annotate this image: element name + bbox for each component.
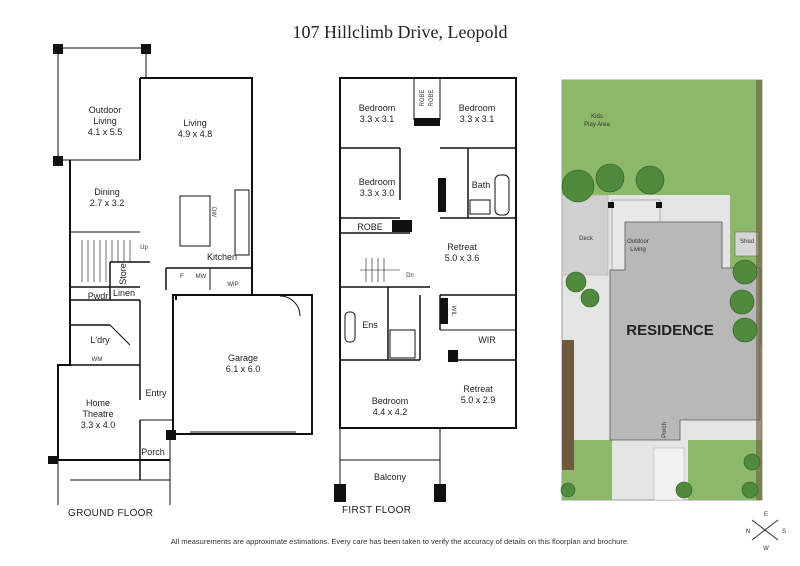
- label-site-outdoor-2: Living: [630, 247, 646, 253]
- label-wil: WIL: [450, 306, 456, 317]
- label-home-theatre-2: Theatre: [82, 409, 113, 419]
- label-outdoor-living-2: Living: [93, 116, 117, 126]
- label-shed: Shed: [740, 239, 754, 245]
- label-entry: Entry: [145, 388, 167, 398]
- label-robe2: ROBE: [429, 89, 435, 106]
- label-home-theatre-1: Home: [86, 398, 110, 408]
- first-floor-solids: [334, 118, 458, 502]
- label-porch: Porch: [141, 447, 165, 457]
- label-bed3: Bedroom: [359, 177, 396, 187]
- label-mw: MW: [196, 274, 207, 280]
- site-labels: Kids Play Area Deck Outdoor Living Shed …: [579, 114, 754, 438]
- label-store: Store: [118, 263, 128, 285]
- label-outdoor-living-1: Outdoor: [89, 105, 122, 115]
- dims-living: 4.9 x 4.8: [178, 129, 213, 139]
- label-bed2: Bedroom: [459, 103, 496, 113]
- label-ldry: L'dry: [90, 335, 110, 345]
- label-dw: DW: [210, 207, 216, 217]
- label-bath: Bath: [472, 180, 491, 190]
- ground-floor-posts: [48, 44, 176, 464]
- label-robe1: ROBE: [420, 89, 426, 106]
- label-kitchen: Kitchen: [207, 252, 237, 262]
- label-bed4: Bedroom: [372, 396, 409, 406]
- dims-bed1: 3.3 x 3.1: [360, 114, 395, 124]
- label-garage: Garage: [228, 353, 258, 363]
- label-robe3: ROBE: [357, 222, 383, 232]
- dims-bed4: 4.4 x 4.2: [373, 407, 408, 417]
- dims-retreat1: 5.0 x 3.6: [445, 253, 480, 263]
- first-floor-label: FIRST FLOOR: [342, 505, 412, 516]
- ground-floor-labels: Outdoor Living 4.1 x 5.5 Living 4.9 x 4.…: [81, 105, 261, 457]
- page-title: 107 Hillclimb Drive, Leopold: [292, 22, 508, 42]
- label-bed1: Bedroom: [359, 103, 396, 113]
- label-deck: Deck: [579, 236, 594, 242]
- label-living: Living: [183, 118, 207, 128]
- dims-home-theatre: 3.3 x 4.0: [81, 420, 116, 430]
- ground-floor-plan: [57, 47, 313, 505]
- dims-bed2: 3.3 x 3.1: [460, 114, 495, 124]
- ground-floor-label: GROUND FLOOR: [68, 508, 154, 519]
- label-kids-play-2: Play Area: [584, 122, 610, 128]
- compass-n: N: [746, 529, 750, 535]
- label-retreat2: Retreat: [463, 384, 493, 394]
- label-wir: WIR: [478, 335, 496, 345]
- label-kids-play-1: Kids: [591, 114, 603, 120]
- label-ens: Ens: [362, 320, 378, 330]
- label-f: F: [180, 274, 184, 280]
- compass-s: S: [782, 529, 786, 535]
- site-plan: [560, 79, 763, 501]
- dims-garage: 6.1 x 6.0: [226, 364, 261, 374]
- label-residence: RESIDENCE: [626, 322, 714, 339]
- label-up: Up: [140, 245, 148, 251]
- label-site-outdoor-1: Outdoor: [627, 239, 649, 245]
- label-dining: Dining: [94, 187, 120, 197]
- first-floor-plan: [339, 77, 517, 495]
- label-linen: Linen: [113, 288, 135, 298]
- label-wm: WM: [92, 357, 103, 363]
- label-wip: WIP: [227, 282, 238, 288]
- dims-outdoor-living: 4.1 x 5.5: [88, 127, 123, 137]
- compass-w: W: [763, 546, 769, 552]
- compass-rose: [751, 519, 779, 541]
- label-dn: Dn: [406, 273, 414, 279]
- compass-labels: E N S W: [746, 512, 786, 552]
- label-pwdr: Pwdr: [88, 291, 109, 301]
- dims-bed3: 3.3 x 3.0: [360, 188, 395, 198]
- compass-e: E: [764, 512, 768, 518]
- dims-retreat2: 5.0 x 2.9: [461, 395, 496, 405]
- label-balcony: Balcony: [374, 472, 407, 482]
- label-site-porch: Porch: [662, 422, 668, 438]
- disclaimer-text: All measurements are approximate estimat…: [170, 537, 630, 546]
- first-floor-labels: Bedroom 3.3 x 3.1 Bedroom 3.3 x 3.1 ROBE…: [357, 89, 496, 482]
- dims-dining: 2.7 x 3.2: [90, 198, 125, 208]
- label-retreat1: Retreat: [447, 242, 477, 252]
